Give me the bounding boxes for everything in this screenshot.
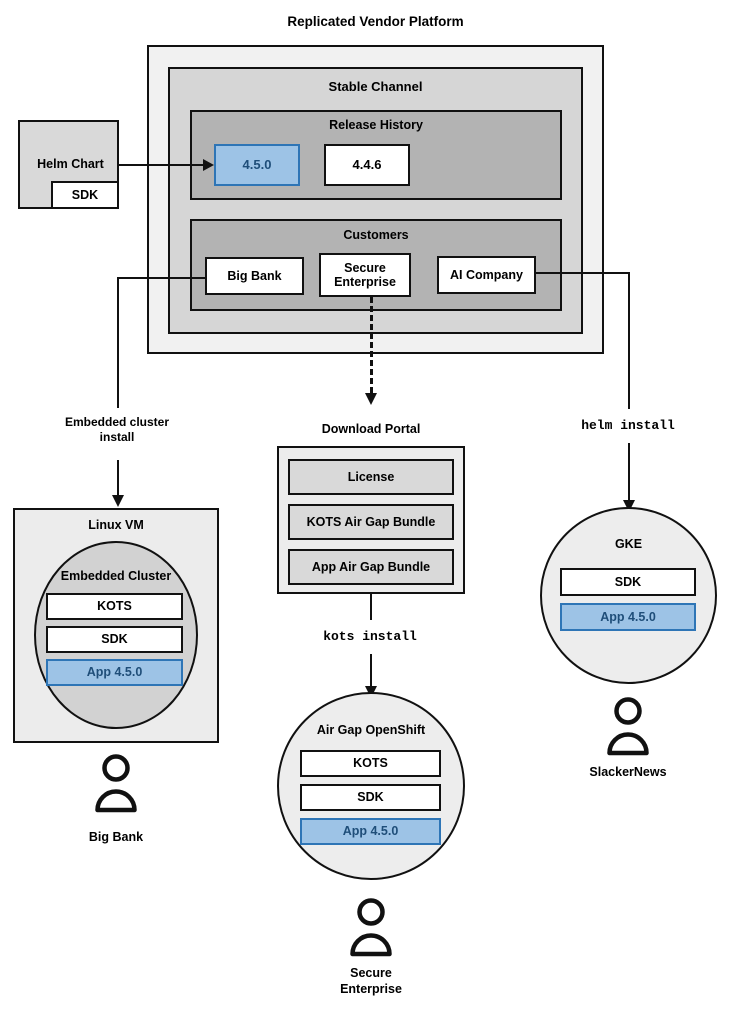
- owner-label-slackernews: SlackerNews: [589, 765, 667, 779]
- arrow-icon-to-linux-vm: [112, 495, 124, 507]
- connector-aicompany-h: [536, 272, 630, 274]
- connector-aicompany-v2: [628, 443, 630, 501]
- gke-component-sdk-label: SDK: [614, 574, 642, 589]
- download-portal-artifact-kots-bundle[interactable]: KOTS Air Gap Bundle: [288, 504, 454, 540]
- customer-ai-company-label: AI Company: [450, 267, 523, 282]
- download-portal-artifact-license[interactable]: License: [288, 459, 454, 495]
- connector-bigbank-v2: [117, 460, 119, 496]
- target-air-gap-openshift-title: Air Gap OpenShift: [316, 723, 426, 737]
- release-4-5-0-label: 4.5.0: [242, 156, 272, 172]
- customer-ai-company[interactable]: AI Company: [437, 256, 536, 294]
- download-portal-artifact-kots-bundle-label: KOTS Air Gap Bundle: [306, 514, 436, 529]
- linux-vm-component-sdk[interactable]: SDK: [46, 626, 183, 653]
- customer-big-bank-label: Big Bank: [227, 268, 282, 283]
- release-4-5-0[interactable]: 4.5.0: [214, 144, 300, 186]
- connector-secure-enterprise-dashed: [370, 297, 373, 393]
- gke-component-sdk[interactable]: SDK: [560, 568, 696, 596]
- download-portal-artifact-app-bundle-label: App Air Gap Bundle: [311, 559, 431, 574]
- openshift-component-app[interactable]: App 4.5.0: [300, 818, 441, 845]
- embedded-cluster-title: Embedded Cluster: [60, 569, 172, 583]
- openshift-component-kots-label: KOTS: [353, 756, 388, 771]
- openshift-component-sdk-label: SDK: [357, 790, 384, 805]
- connector-bigbank-v1: [117, 277, 119, 408]
- openshift-component-kots[interactable]: KOTS: [300, 750, 441, 777]
- linux-vm-component-app[interactable]: App 4.5.0: [46, 659, 183, 686]
- release-4-4-6[interactable]: 4.4.6: [324, 144, 410, 186]
- download-portal-artifact-app-bundle[interactable]: App Air Gap Bundle: [288, 549, 454, 585]
- customer-big-bank[interactable]: Big Bank: [205, 257, 304, 295]
- openshift-component-sdk[interactable]: SDK: [300, 784, 441, 811]
- person-icon-slackernews: [604, 696, 652, 756]
- target-linux-vm-title: Linux VM: [88, 518, 144, 532]
- linux-vm-component-app-label: App 4.5.0: [86, 665, 143, 680]
- helm-chart-sdk-box[interactable]: SDK: [51, 181, 119, 209]
- connector-aicompany-v1: [628, 272, 630, 409]
- arrow-icon-to-download-portal: [365, 393, 377, 405]
- person-icon-secure-enterprise: [347, 897, 395, 957]
- connector-portal-v2: [370, 654, 372, 687]
- customer-secure-enterprise[interactable]: Secure Enterprise: [319, 253, 411, 297]
- connector-bigbank-h: [117, 277, 205, 279]
- download-portal-title: Download Portal: [321, 422, 421, 436]
- label-embedded-cluster-install: Embedded cluster install: [64, 415, 170, 444]
- page-title: Replicated Vendor Platform: [287, 14, 464, 29]
- owner-label-big-bank: Big Bank: [88, 830, 144, 844]
- owner-label-secure-enterprise: Secure Enterprise: [340, 966, 402, 996]
- arrow-icon-helm-to-release: [203, 159, 214, 171]
- helm-chart-title: Helm Chart: [37, 157, 104, 171]
- linux-vm-component-kots-label: KOTS: [97, 599, 132, 614]
- customer-secure-enterprise-label: Secure Enterprise: [334, 260, 396, 289]
- person-icon-big-bank: [92, 753, 140, 813]
- target-gke-title: GKE: [614, 537, 643, 551]
- connector-helm-to-release: [119, 164, 203, 166]
- connector-portal-v1: [370, 594, 372, 620]
- linux-vm-component-sdk-label: SDK: [101, 632, 128, 647]
- openshift-component-app-label: App 4.5.0: [342, 824, 399, 839]
- release-history-title: Release History: [329, 118, 423, 132]
- gke-component-app[interactable]: App 4.5.0: [560, 603, 696, 631]
- download-portal-artifact-license-label: License: [347, 469, 395, 484]
- customers-title: Customers: [343, 228, 409, 242]
- linux-vm-component-kots[interactable]: KOTS: [46, 593, 183, 620]
- gke-component-app-label: App 4.5.0: [600, 609, 656, 624]
- release-4-4-6-label: 4.4.6: [352, 156, 382, 172]
- label-helm-install: helm install: [581, 418, 675, 433]
- label-kots-install: kots install: [323, 629, 417, 644]
- stable-channel-title: Stable Channel: [328, 79, 423, 94]
- helm-chart-sdk-label: SDK: [71, 187, 99, 202]
